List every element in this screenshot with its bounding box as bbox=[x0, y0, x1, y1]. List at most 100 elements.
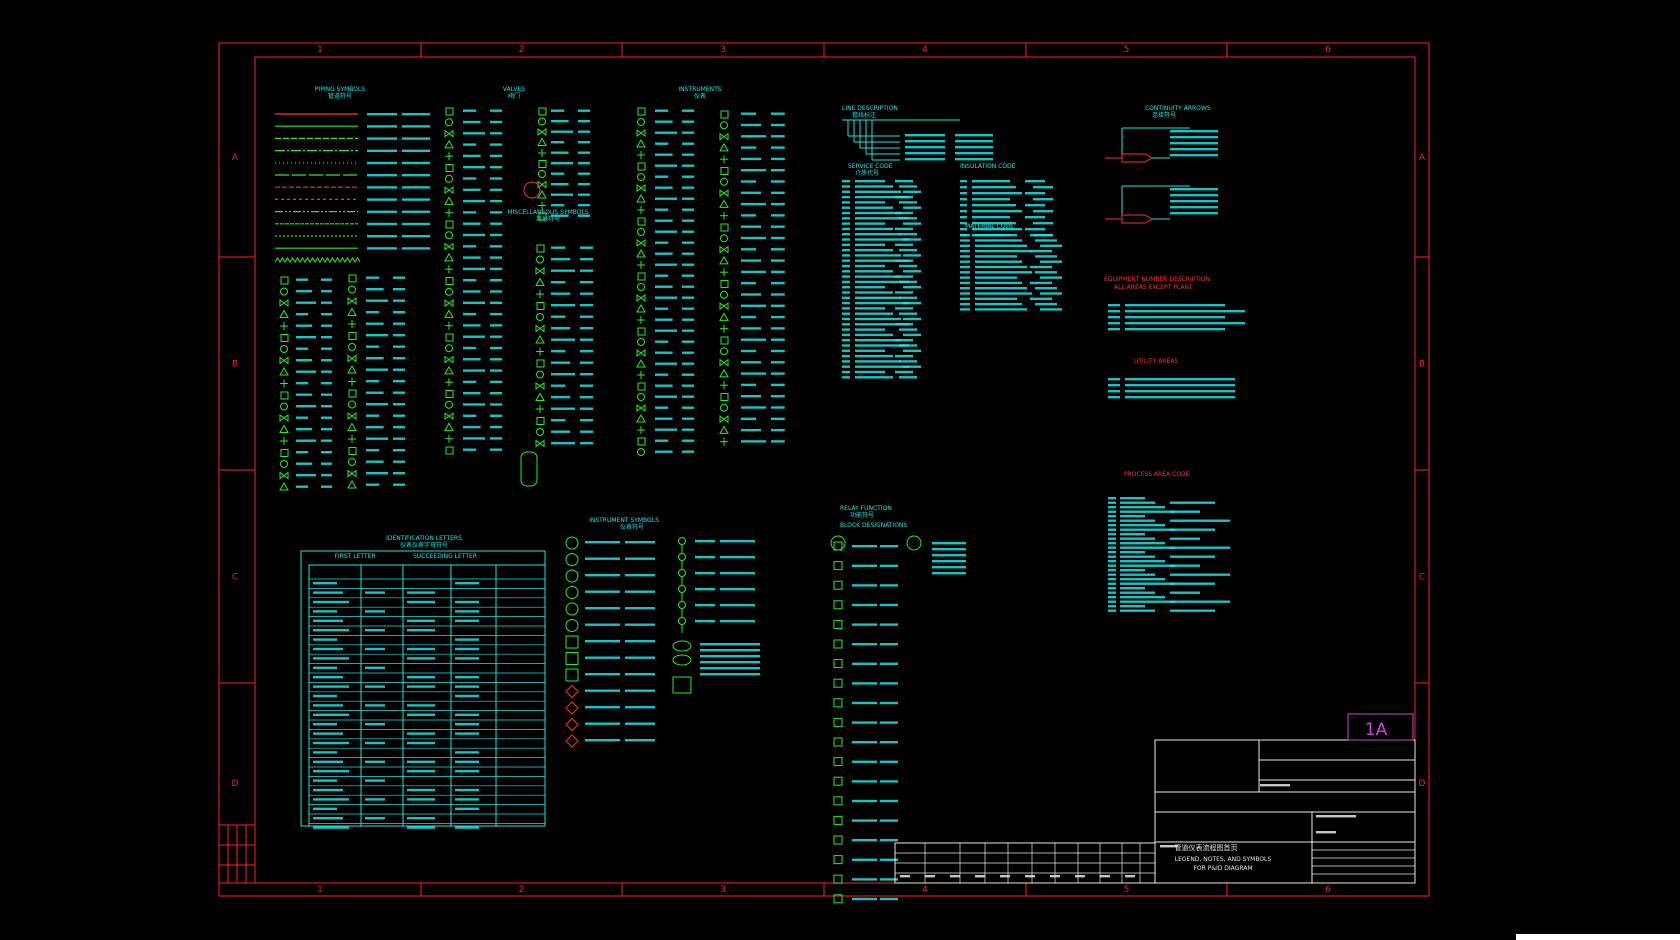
utility-code bbox=[1108, 390, 1120, 393]
process-code bbox=[1108, 546, 1116, 549]
revision-header bbox=[975, 875, 985, 878]
misc-symbol-symbol bbox=[536, 417, 545, 425]
line-description-text-cn bbox=[955, 140, 993, 143]
instrument-bubble bbox=[565, 602, 579, 616]
table-cell bbox=[407, 732, 435, 735]
instrument-symbol-text bbox=[585, 607, 620, 610]
table-cell bbox=[313, 591, 343, 594]
title-text bbox=[1316, 815, 1356, 818]
pipe-legend-text bbox=[367, 186, 397, 189]
line-description-text bbox=[905, 152, 945, 155]
valve-type-symbol bbox=[537, 128, 547, 136]
misc-symbol-symbol bbox=[535, 324, 545, 333]
instrument-symbol-text-cn bbox=[625, 739, 655, 742]
piping-item-text-cn bbox=[393, 460, 406, 463]
process-desc bbox=[1120, 506, 1165, 509]
relay-text-cn bbox=[880, 701, 898, 705]
misc-symbol-text bbox=[551, 258, 571, 261]
instrument-text bbox=[655, 230, 677, 233]
instrument-device-symbol bbox=[720, 167, 729, 175]
table-cell bbox=[313, 779, 337, 782]
relay-note bbox=[932, 548, 966, 551]
relay-text bbox=[852, 564, 877, 567]
table-cell bbox=[365, 760, 385, 763]
valve-text bbox=[463, 279, 477, 282]
instrument-device-symbol bbox=[719, 415, 729, 424]
misc-symbol-text bbox=[551, 269, 575, 272]
process-desc-cn bbox=[1170, 546, 1230, 549]
arrow-text bbox=[1170, 154, 1218, 157]
piping-fitting-text-cn bbox=[321, 290, 332, 293]
valve-text-cn bbox=[490, 267, 503, 271]
signal-symbol bbox=[678, 537, 686, 545]
drawing-title-line-2: FOR P&ID DIAGRAM bbox=[1193, 865, 1252, 872]
process-desc-cn bbox=[1170, 537, 1200, 540]
valve-symbol bbox=[444, 412, 454, 421]
drawing-title-cn: 管道仪表流程图首页 bbox=[1175, 843, 1238, 852]
inner-border bbox=[254, 56, 1416, 884]
service-code bbox=[842, 354, 850, 358]
interlock-text bbox=[700, 643, 760, 646]
piping-fitting-text-cn bbox=[321, 324, 332, 327]
piping-item-symbol bbox=[347, 469, 357, 478]
valve-symbol bbox=[445, 446, 454, 455]
material-desc-cn bbox=[1040, 292, 1062, 295]
service-desc bbox=[855, 201, 885, 204]
instrument-symbol bbox=[637, 437, 646, 446]
misc-symbol-text-cn bbox=[580, 269, 594, 272]
table-cell bbox=[365, 629, 385, 632]
valve-type-text-cn bbox=[578, 204, 591, 207]
valve-text bbox=[463, 211, 477, 214]
piping-fitting-text-cn bbox=[321, 336, 332, 339]
utility-areas-title: UTILITY AREAS bbox=[1134, 358, 1178, 365]
service-desc-cn bbox=[903, 286, 921, 289]
service-code bbox=[842, 227, 850, 231]
valve-text-cn bbox=[490, 335, 503, 338]
signal-text bbox=[695, 540, 715, 543]
relay-text-cn bbox=[880, 603, 898, 607]
process-code bbox=[1108, 582, 1116, 585]
piping-fitting-text-cn bbox=[321, 485, 332, 488]
valve-symbol bbox=[445, 344, 453, 353]
insulation-desc bbox=[972, 222, 1016, 225]
valve-type-text-cn bbox=[578, 193, 591, 196]
instrument-text bbox=[655, 450, 673, 453]
valve-type-text-cn bbox=[578, 214, 591, 217]
instrument-device-text bbox=[741, 214, 756, 217]
insulation-code bbox=[960, 198, 967, 201]
piping-fitting-text-cn bbox=[321, 313, 332, 316]
pipe-legend-text bbox=[367, 149, 397, 152]
service-code bbox=[842, 296, 850, 299]
table-cell bbox=[455, 647, 479, 651]
piping-item-symbol bbox=[348, 285, 356, 294]
material-desc-cn bbox=[1030, 234, 1052, 237]
valves-title: VALVES bbox=[503, 86, 525, 93]
misc-symbol-symbol bbox=[535, 334, 545, 344]
instrument-device-text-cn bbox=[771, 406, 785, 409]
relay-note bbox=[932, 566, 966, 569]
line-description-text-cn bbox=[955, 152, 993, 155]
instrument-device-symbol bbox=[720, 336, 729, 345]
instrument-bubble bbox=[565, 536, 579, 550]
relay-text-cn bbox=[880, 682, 898, 685]
column-label: 1 bbox=[317, 885, 323, 895]
piping-fitting-text-cn bbox=[321, 439, 332, 442]
piping-item-text bbox=[366, 414, 380, 417]
service-code bbox=[842, 328, 850, 331]
service-desc bbox=[855, 296, 901, 299]
instrument-device-symbol bbox=[720, 393, 729, 401]
service-desc-cn bbox=[899, 233, 917, 236]
service-code bbox=[842, 264, 850, 268]
relay-text-cn bbox=[880, 897, 898, 901]
piping-fitting-symbol bbox=[280, 460, 288, 468]
piping-fitting-symbol bbox=[280, 402, 288, 411]
instrument-symbol-text-cn bbox=[625, 607, 655, 610]
relay-text bbox=[852, 584, 877, 587]
valve-symbol bbox=[444, 129, 454, 138]
relay-text-cn bbox=[880, 858, 898, 861]
logic-box bbox=[672, 676, 692, 694]
instrument-text-cn bbox=[682, 340, 695, 343]
relay-text bbox=[852, 701, 877, 705]
valve-text bbox=[463, 290, 481, 293]
